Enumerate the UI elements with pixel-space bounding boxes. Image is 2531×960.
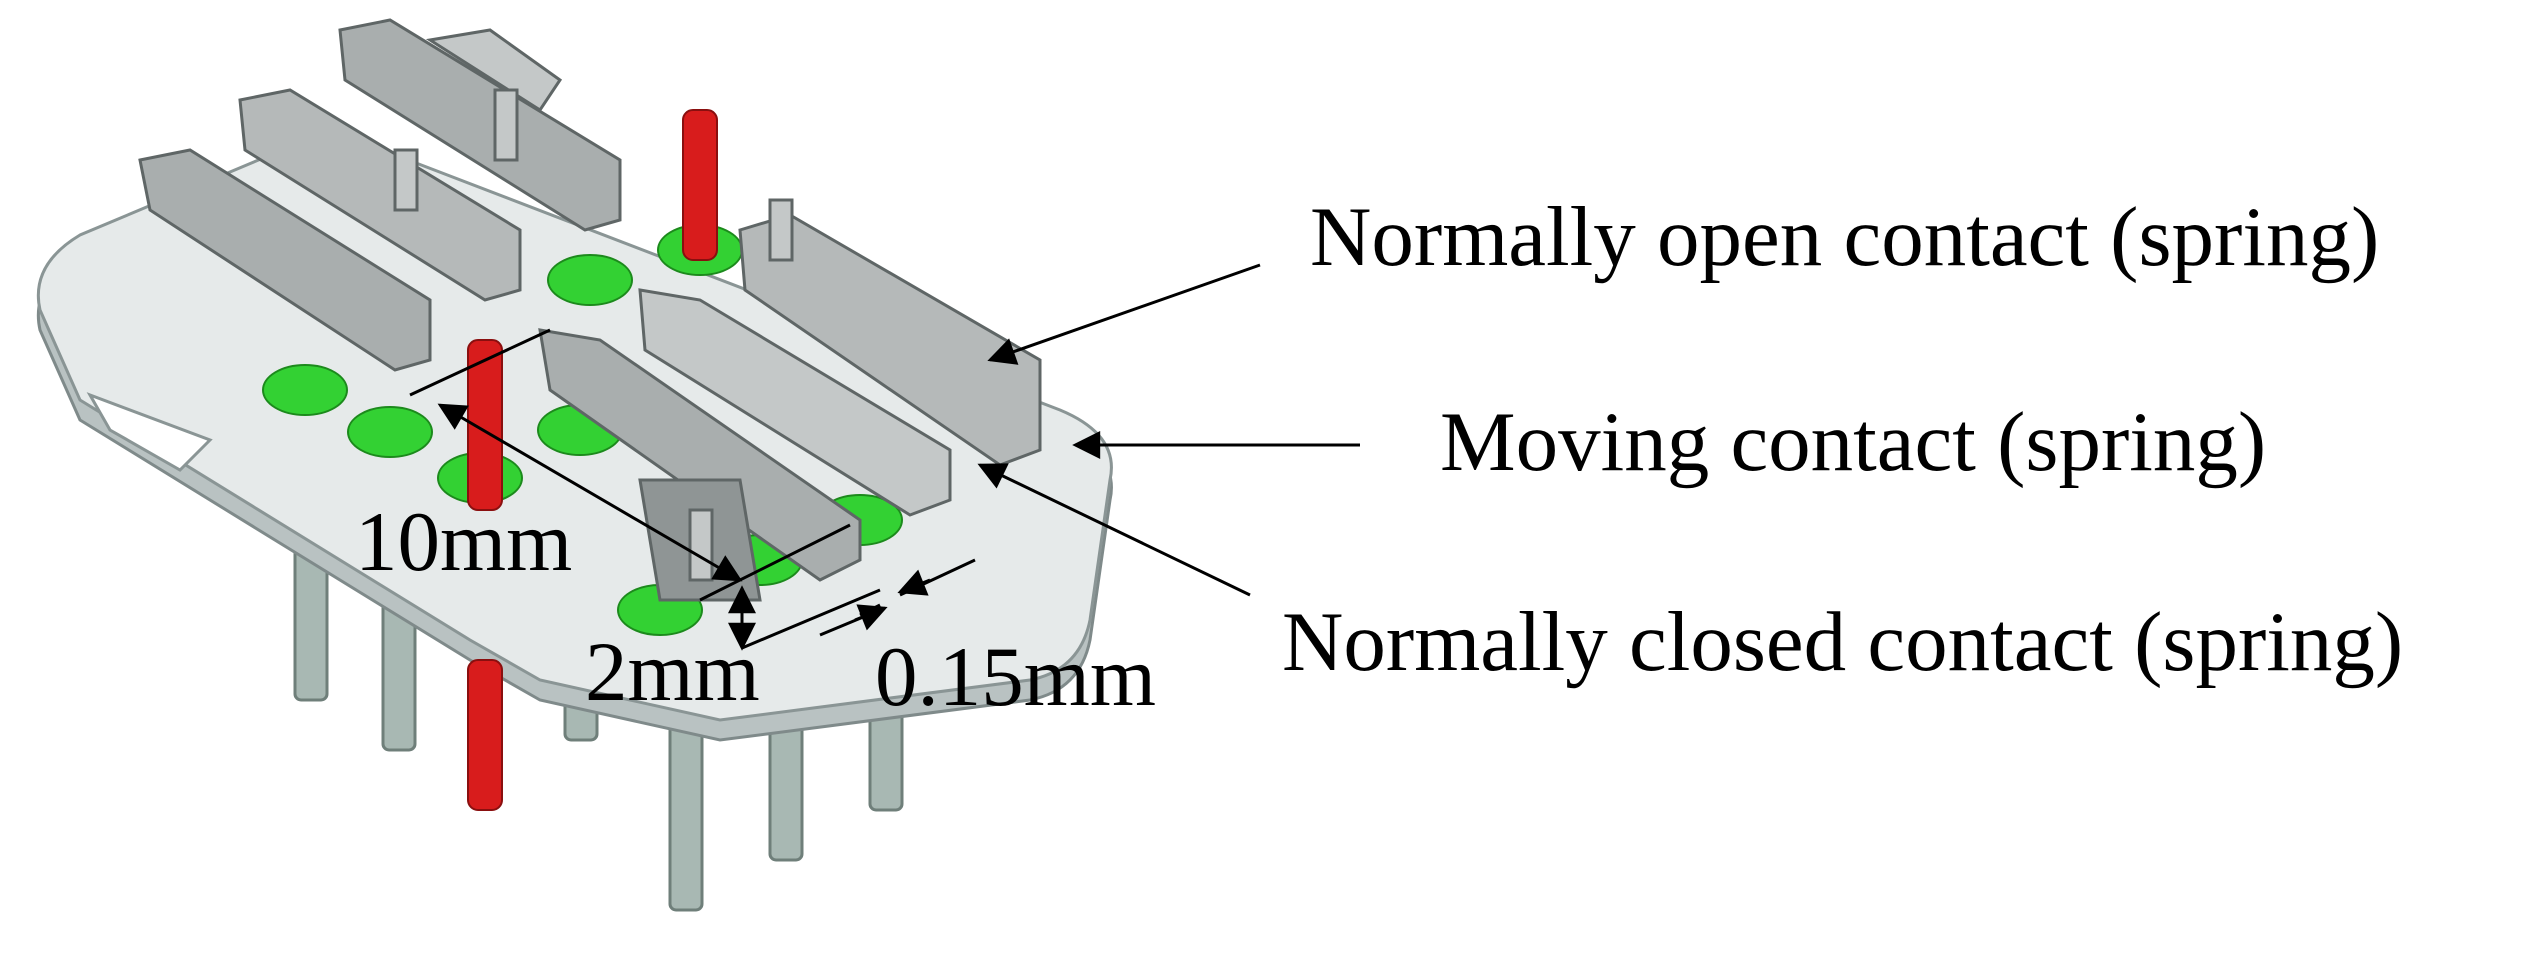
label-normally-closed-contact: Normally closed contact (spring) <box>1282 595 2403 689</box>
label-moving-contact: Moving contact (spring) <box>1440 395 2266 489</box>
label-normally-open-contact: Normally open contact (spring) <box>1310 190 2379 284</box>
dimension-0.15mm-label: 0.15mm <box>875 630 1156 724</box>
dimension-2mm-label: 2mm <box>585 625 760 719</box>
leader-lines <box>977 263 1360 597</box>
dimension-2mm <box>728 585 881 651</box>
dimension-10mm-label: 10mm <box>355 495 572 589</box>
dimension-10mm <box>409 328 851 602</box>
dimension-0.15mm <box>819 558 976 637</box>
